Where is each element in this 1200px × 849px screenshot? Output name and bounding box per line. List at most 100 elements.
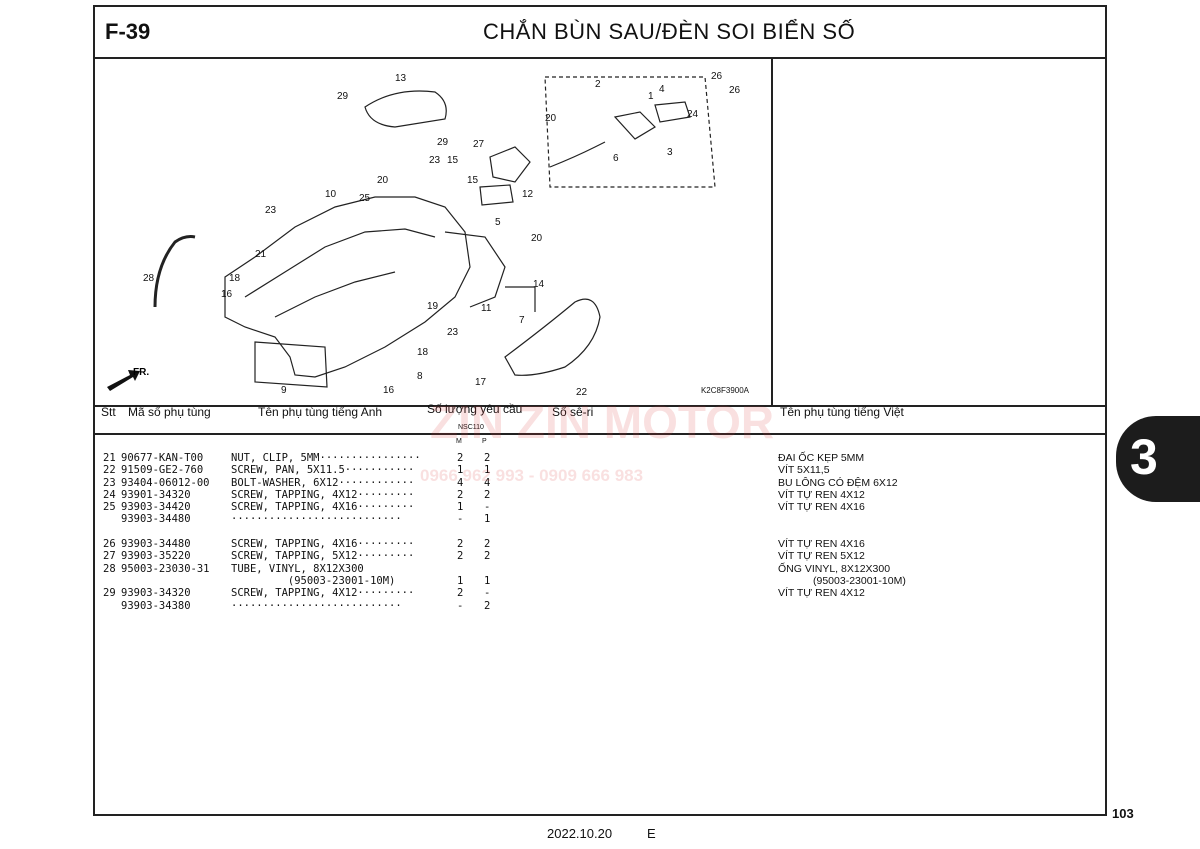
- row-name-vn: ĐAI ỐC KẸP 5MM: [778, 452, 865, 464]
- col-name-vn: Tên phụ tùng tiếng Việt: [780, 405, 904, 419]
- callout-22: 22: [576, 387, 588, 398]
- row-qty-m: -: [457, 513, 464, 526]
- col-name-en: Tên phụ tùng tiếng Anh: [258, 405, 383, 419]
- page-frame: F-39 CHẮN BÙN SAU/ĐÈN SOI BIỂN SỐ: [93, 5, 1107, 816]
- row-qty-m: 2: [457, 550, 464, 563]
- section-tab: [1116, 416, 1200, 502]
- row-name-vn: BU LÔNG CÓ ĐỆM 6X12: [778, 476, 898, 489]
- row-qty-m: 1: [457, 574, 464, 587]
- callout-26a: 26: [711, 71, 723, 82]
- row-qty-p: 2: [484, 599, 491, 612]
- callout-6: 6: [613, 153, 619, 164]
- callout-23b: 23: [265, 205, 277, 216]
- row-stt: 23: [103, 476, 116, 489]
- row-name-en: BOLT-WASHER, 6X12············: [231, 476, 415, 489]
- row-name-en: ···························: [231, 599, 402, 612]
- callout-20b: 20: [377, 175, 389, 186]
- callout-17: 17: [475, 377, 487, 388]
- row-qty-p: 1: [484, 513, 491, 526]
- row-name-vn: VÍT TỰ REN 5X12: [778, 550, 865, 563]
- callout-18b: 18: [417, 347, 429, 358]
- row-qty-p: -: [484, 587, 491, 600]
- col-qty-model: NSC110: [458, 424, 484, 431]
- row-stt: 24: [103, 488, 116, 501]
- row-part-no: 93903-34420: [121, 501, 191, 514]
- illustration-code: K2C8F3900A: [700, 386, 749, 395]
- watermark-brand: ZIN ZIN MOTOR: [430, 396, 775, 448]
- row-name-vn: ỐNG VINYL, 8X12X300: [778, 562, 891, 575]
- row-stt: 27: [103, 550, 116, 563]
- row-part-no: 93404-06012-00: [121, 476, 210, 489]
- row-stt: 29: [103, 587, 116, 600]
- row-qty-m: 1: [457, 464, 464, 477]
- row-stt: 25: [103, 501, 116, 514]
- row-part-no: 93903-34480: [121, 538, 191, 551]
- callout-2: 2: [595, 79, 601, 90]
- col-qty: Số lượng yêu cầu: [427, 402, 523, 416]
- row-name-vn: VÍT TỰ REN 4X12: [778, 587, 865, 600]
- callout-26b: 26: [729, 85, 741, 96]
- header-divider-top: [95, 405, 1105, 407]
- callout-15b: 15: [467, 175, 479, 186]
- watermark-phones: 0966 962 993 - 0909 666 983: [420, 466, 644, 485]
- row-name-en: (95003-23001-10M): [231, 574, 396, 587]
- row-qty-p: 2: [484, 452, 491, 464]
- row-name-en: SCREW, TAPPING, 4X12·········: [231, 587, 415, 600]
- col-stt: Stt: [101, 405, 116, 419]
- row-qty-p: 1: [484, 464, 491, 477]
- callout-21: 21: [255, 249, 267, 260]
- row-qty-p: -: [484, 501, 491, 514]
- row-name-en: TUBE, VINYL, 8X12X300: [231, 562, 364, 575]
- callout-5: 5: [495, 217, 501, 228]
- figure-code: F-39: [105, 19, 151, 44]
- row-qty-m: 4: [457, 476, 464, 489]
- callout-20c: 20: [531, 233, 543, 244]
- callout-13: 13: [395, 73, 407, 84]
- callout-9: 9: [281, 385, 287, 396]
- callout-1: 1: [648, 91, 654, 102]
- footer-edition: E: [647, 826, 656, 841]
- row-qty-p: 2: [484, 488, 491, 501]
- row-name-vn: VÍT TỰ REN 4X12: [778, 488, 865, 501]
- row-part-no: 90677-KAN-T00: [121, 452, 204, 464]
- col-qty-m: M: [456, 438, 462, 445]
- row-qty-p: 2: [484, 538, 491, 551]
- row-part-no: 93903-35220: [121, 550, 191, 563]
- col-qty-p: P: [482, 438, 487, 445]
- row-name-vn: VÍT TỰ REN 4X16: [778, 538, 865, 551]
- parts-illustration: FR. 1 2 3 4 5 6 7 8 9 10 11 12 13 14 15 …: [107, 71, 741, 398]
- callout-12: 12: [522, 189, 534, 200]
- callout-15a: 15: [447, 155, 459, 166]
- callout-23c: 23: [447, 327, 459, 338]
- callout-23a: 23: [429, 155, 441, 166]
- row-part-no: 93903-34320: [121, 587, 191, 600]
- row-name-en: ···························: [231, 513, 402, 526]
- callout-27: 27: [473, 139, 485, 150]
- callout-18a: 18: [229, 273, 241, 284]
- callout-7: 7: [519, 315, 525, 326]
- footer-date: 2022.10.20: [547, 826, 613, 841]
- row-qty-m: 2: [457, 587, 464, 600]
- callout-4: 4: [659, 84, 665, 95]
- row-qty-p: 4: [484, 476, 491, 489]
- row-part-no: 91509-GE2-760: [121, 464, 204, 477]
- row-stt: 21: [103, 452, 116, 464]
- exploded-diagram: FR. 1 2 3 4 5 6 7 8 9 10 11 12 13 14 15 …: [95, 57, 773, 405]
- callout-19: 19: [427, 301, 439, 312]
- front-arrow-icon: FR.: [107, 367, 149, 391]
- row-name-en: SCREW, TAPPING, 4X16·········: [231, 538, 415, 551]
- row-part-no: 93901-34320: [121, 488, 191, 501]
- row-stt: 28: [103, 562, 116, 575]
- row-part-no: 93903-34480: [121, 513, 191, 526]
- callout-labels: 1 2 3 4 5 6 7 8 9 10 11 12 13 14 15 15 1…: [143, 71, 741, 398]
- row-qty-p: 1: [484, 574, 491, 587]
- svg-text:FR.: FR.: [133, 367, 149, 378]
- callout-29a: 29: [337, 91, 349, 102]
- row-part-no: 95003-23030-31: [121, 562, 210, 575]
- row-name-en: SCREW, PAN, 5X11.5···········: [231, 464, 415, 477]
- row-stt: 26: [103, 538, 116, 551]
- col-part-no: Mã số phụ tùng: [128, 405, 211, 419]
- header-divider-bottom: [95, 433, 1105, 435]
- row-qty-m: -: [457, 599, 464, 612]
- row-name-en: SCREW, TAPPING, 5X12·········: [231, 550, 415, 563]
